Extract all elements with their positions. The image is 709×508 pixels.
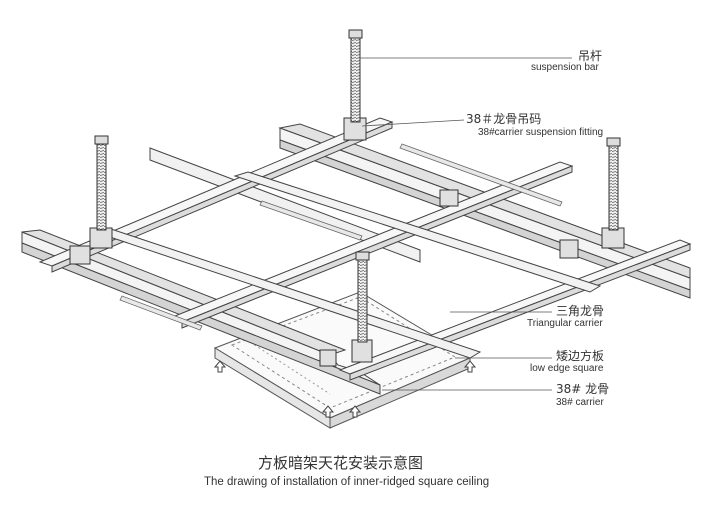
triangular-carrier-label-cn: 三角龙骨 xyxy=(556,304,605,318)
suspension-fitting-label-en: 38#carrier suspension fitting xyxy=(478,127,604,138)
triangular-carriers xyxy=(38,117,692,381)
suspension-bars xyxy=(94,29,621,343)
suspension-bar-label-cn: 吊杆 xyxy=(578,49,603,63)
inner-strips xyxy=(119,143,563,331)
suspension-fitting-label-cn: 38＃龙骨吊码 xyxy=(466,112,542,126)
low-edge-square-label-en: low edge square xyxy=(530,363,604,374)
carrier-38-label-en: 38# carrier xyxy=(556,397,604,408)
triangular-carrier-label-en: Triangular carrier xyxy=(527,318,603,329)
caption-title-cn: 方板暗架天花安装示意图 xyxy=(258,454,424,472)
low-edge-square-label-cn: 矮边方板 xyxy=(556,349,605,363)
insert-arrows xyxy=(213,360,477,418)
carrier-38-label-cn: 38# 龙骨 xyxy=(556,382,610,396)
leader-lines xyxy=(360,57,572,391)
suspension-bar-label-en: suspension bar xyxy=(531,62,599,73)
caption-title-en: The drawing of installation of inner-rid… xyxy=(204,476,490,488)
